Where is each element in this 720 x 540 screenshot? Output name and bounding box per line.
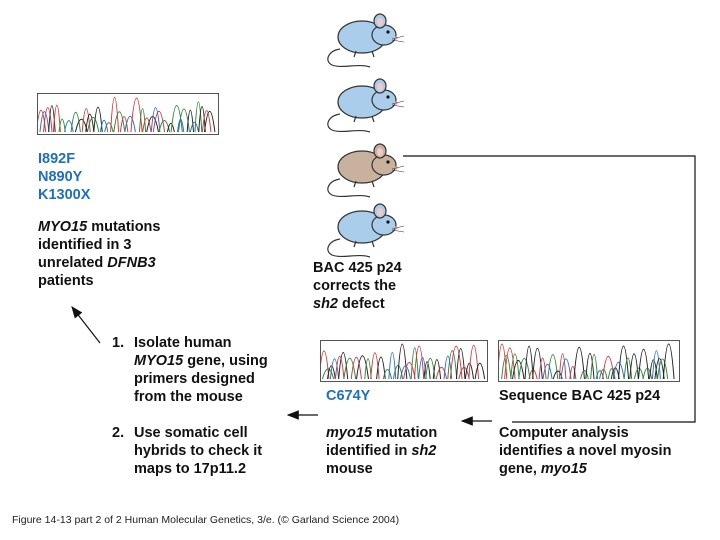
finding-line1: mutations [87,219,160,235]
step-1-line3: primers designed [134,370,314,388]
middle-line2: identified in [326,443,411,459]
mouse-mutation-label: C674Y [326,387,370,405]
computer-analysis: Computer analysis identifies a novel myo… [499,424,671,478]
middle-sh2: sh2 [411,443,436,459]
mutation-2: N890Y [38,168,90,186]
finding-line2: identified in 3 [38,236,160,254]
patients-finding: MYO15 mutations identified in 3 unrelate… [38,218,160,290]
figure-caption: Figure 14-13 part 2 of 2 Human Molecular… [12,514,399,526]
right-line1: Computer analysis [499,424,671,442]
myo15-italic: MYO15 [38,219,87,235]
mutation-1: I892F [38,150,90,168]
bac-correction: BAC 425 p24 corrects the sh2 defect [313,259,402,313]
mouse-mutation-finding: myo15 mutation identified in sh2 mouse [326,424,437,478]
step-1-number: 1. [112,334,124,352]
bac-line3: defect [338,296,385,312]
bac-line2: corrects the [313,277,402,295]
step-1-myo15: MYO15 [134,353,183,369]
step-2-line3: maps to 17p11.2 [134,460,314,478]
middle-line1: mutation [372,425,437,441]
mutation-3: K1300X [38,186,90,204]
step-2-line1: Use somatic cell [134,424,314,442]
step-1-line1: Isolate human [134,334,314,352]
step-2-number: 2. [112,424,124,442]
step-2-line2: hybrids to check it [134,442,314,460]
mutation-list: I892F N890Y K1300X [38,150,90,204]
arrow-steps-to-patients [72,307,100,343]
bac-sh2: sh2 [313,296,338,312]
middle-line3: mouse [326,460,437,478]
connector-line-sh2-to-sequence [403,156,695,422]
sequence-bac-label: Sequence BAC 425 p24 [499,387,660,405]
step-1-line4: from the mouse [134,388,314,406]
finding-line3: unrelated [38,255,107,271]
bac-line1: BAC 425 p24 [313,259,402,277]
dfnb3-italic: DFNB3 [107,255,155,271]
step-1-line2: gene, using [183,353,268,369]
right-line2: identifies a novel myosin [499,442,671,460]
myo15-mouse-italic: myo15 [326,425,372,441]
finding-line4: patients [38,272,160,290]
right-line3: gene, [499,461,541,477]
right-myo15: myo15 [541,461,587,477]
